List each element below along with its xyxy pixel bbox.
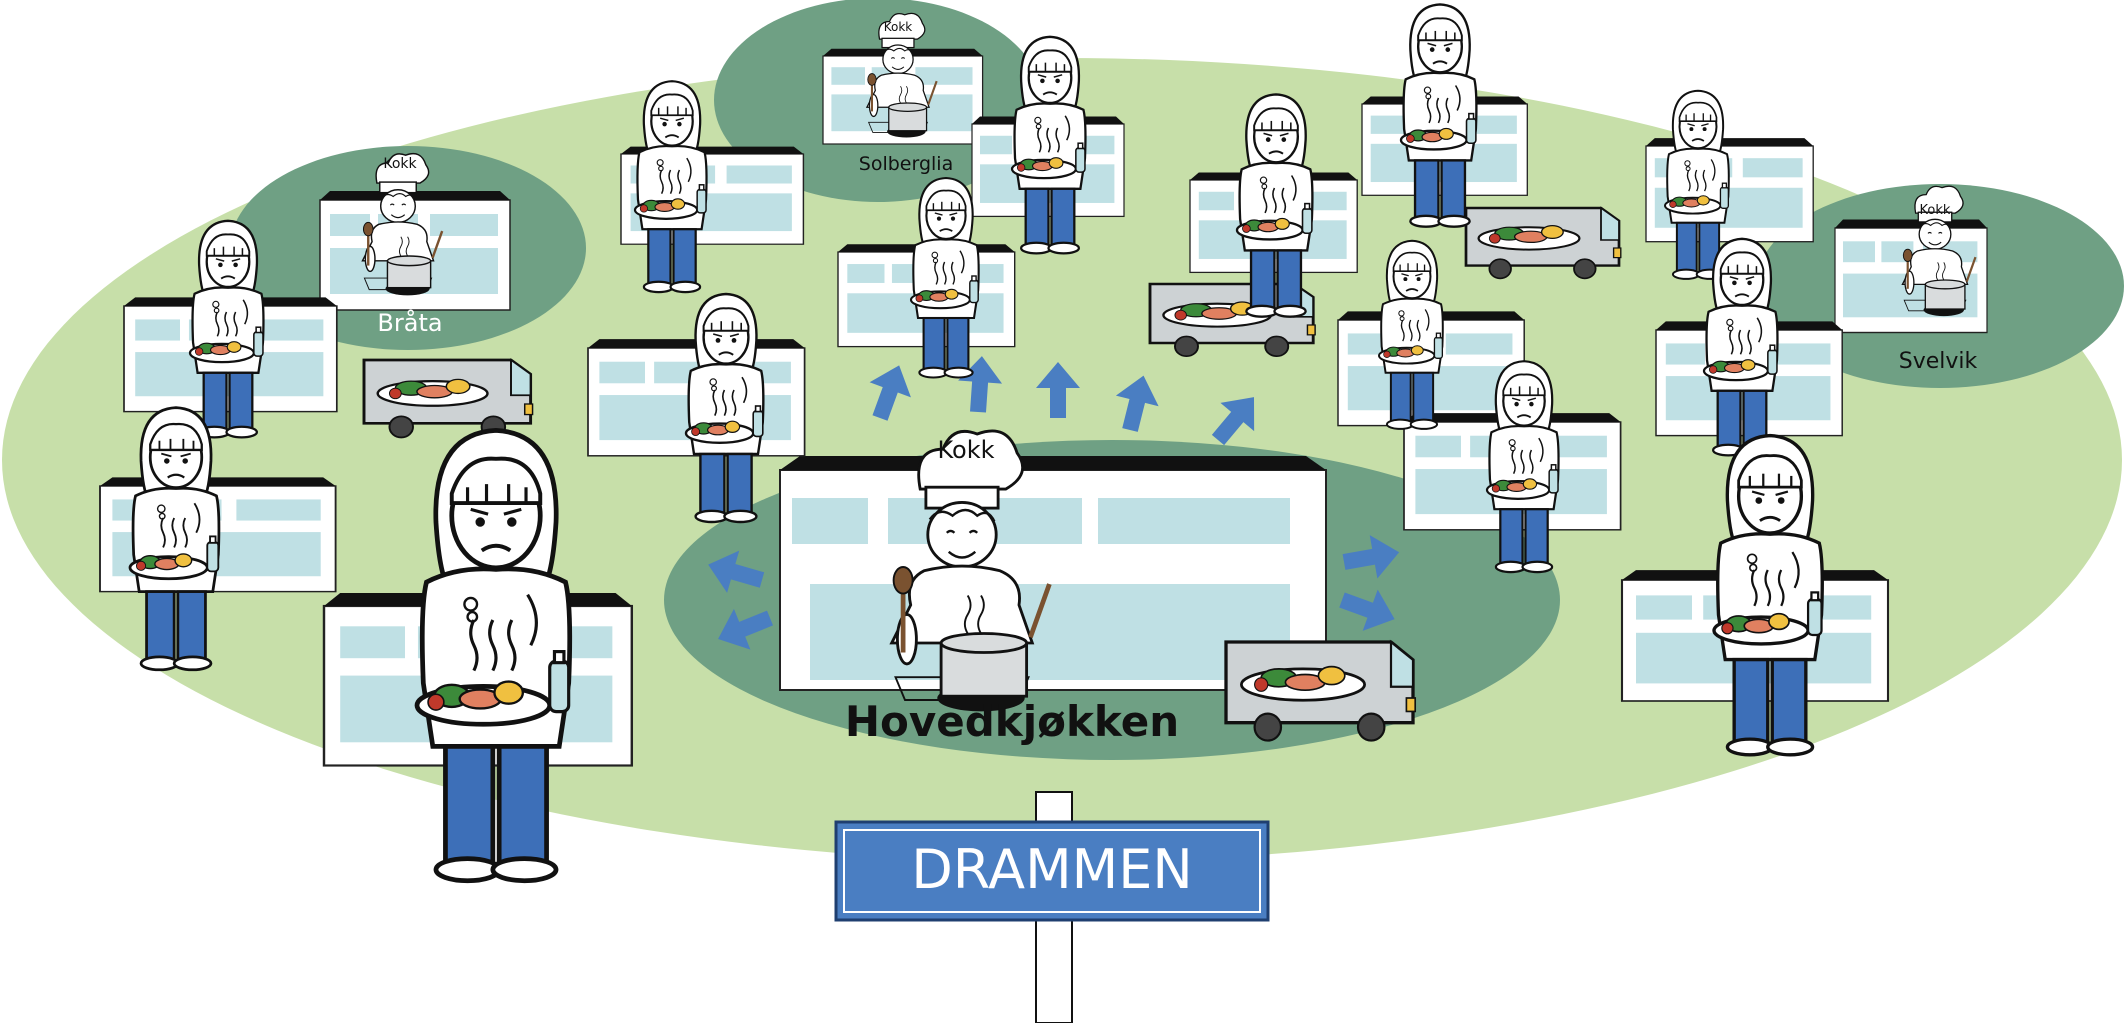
braata-label: Bråta: [377, 308, 442, 337]
braata-chef-hat-label: Kokk: [383, 156, 417, 172]
main-kitchen-label: Hovedkjøkken: [845, 697, 1179, 746]
person-3-icon: [417, 430, 570, 880]
main-kitchen-chef-hat-label: Kokk: [937, 436, 994, 464]
city-sign-board: [834, 820, 1270, 922]
svelvik-chef-hat-label: Kokk: [1920, 203, 1951, 218]
solberglia-label: Solberglia: [859, 153, 953, 175]
svelvik-label: Svelvik: [1899, 349, 1978, 374]
solberglia-chef-hat-label: Kokk: [884, 20, 913, 34]
city-sign-label: DRAMMEN: [911, 838, 1193, 901]
